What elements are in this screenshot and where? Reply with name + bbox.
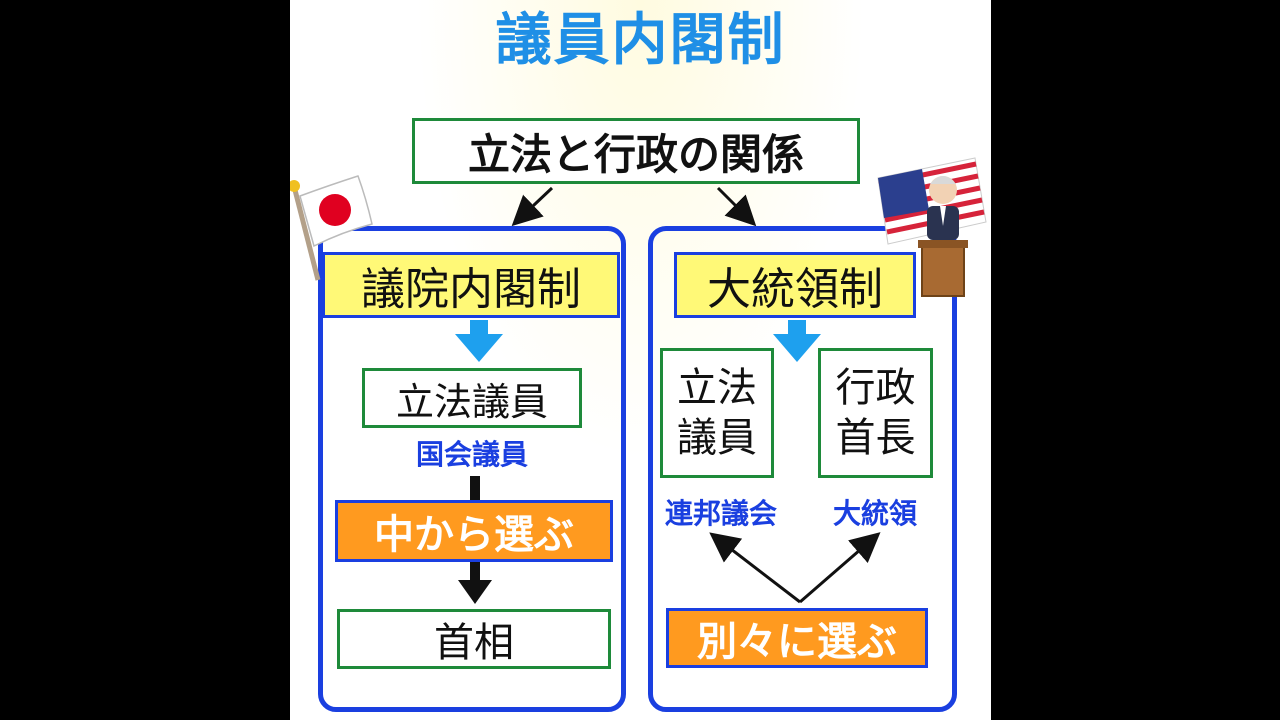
arrows-layer [290, 157, 987, 604]
right-panel [648, 226, 957, 712]
left-black-line-top [470, 476, 480, 500]
president-podium-icon [918, 176, 968, 297]
diagram-canvas: 議員内閣制 立法と行政の関係 議院内閣制 立法議員 国会議員 中から選ぶ 首相 … [290, 0, 991, 720]
japan-flag-icon [290, 175, 373, 281]
right-legislator-line2: 議員 [677, 415, 757, 461]
left-blue-down-arrow [455, 320, 503, 362]
right-blue-down-arrow [773, 320, 821, 362]
right-executive-line2: 首長 [835, 415, 916, 461]
right-v-arrows [709, 532, 881, 604]
right-legislature-name: 連邦議会 [664, 497, 777, 530]
left-legislator-box: 立法議員 [362, 368, 582, 428]
arrow-to-right-panel [716, 186, 757, 227]
left-black-down-arrow [458, 562, 492, 604]
right-choose-box: 別々に選ぶ [666, 608, 928, 668]
left-legislator-sub: 国会議員 [415, 438, 528, 471]
page-title: 議員内閣制 [495, 8, 786, 73]
left-heading: 議院内閣制 [322, 252, 620, 318]
left-result-box: 首相 [337, 609, 611, 669]
right-heading: 大統領制 [674, 252, 916, 318]
right-legislator-line1: 立法 [677, 365, 757, 411]
right-executive-name: 大統領 [832, 497, 917, 530]
relation-box: 立法と行政の関係 [412, 118, 860, 184]
right-executive-line1: 行政 [835, 365, 916, 411]
arrow-to-left-panel [511, 186, 554, 227]
left-choose-box: 中から選ぶ [335, 500, 613, 562]
right-legislator-box: 立法 議員 [660, 348, 774, 478]
left-panel [318, 226, 626, 712]
right-executive-box: 行政 首長 [818, 348, 933, 478]
